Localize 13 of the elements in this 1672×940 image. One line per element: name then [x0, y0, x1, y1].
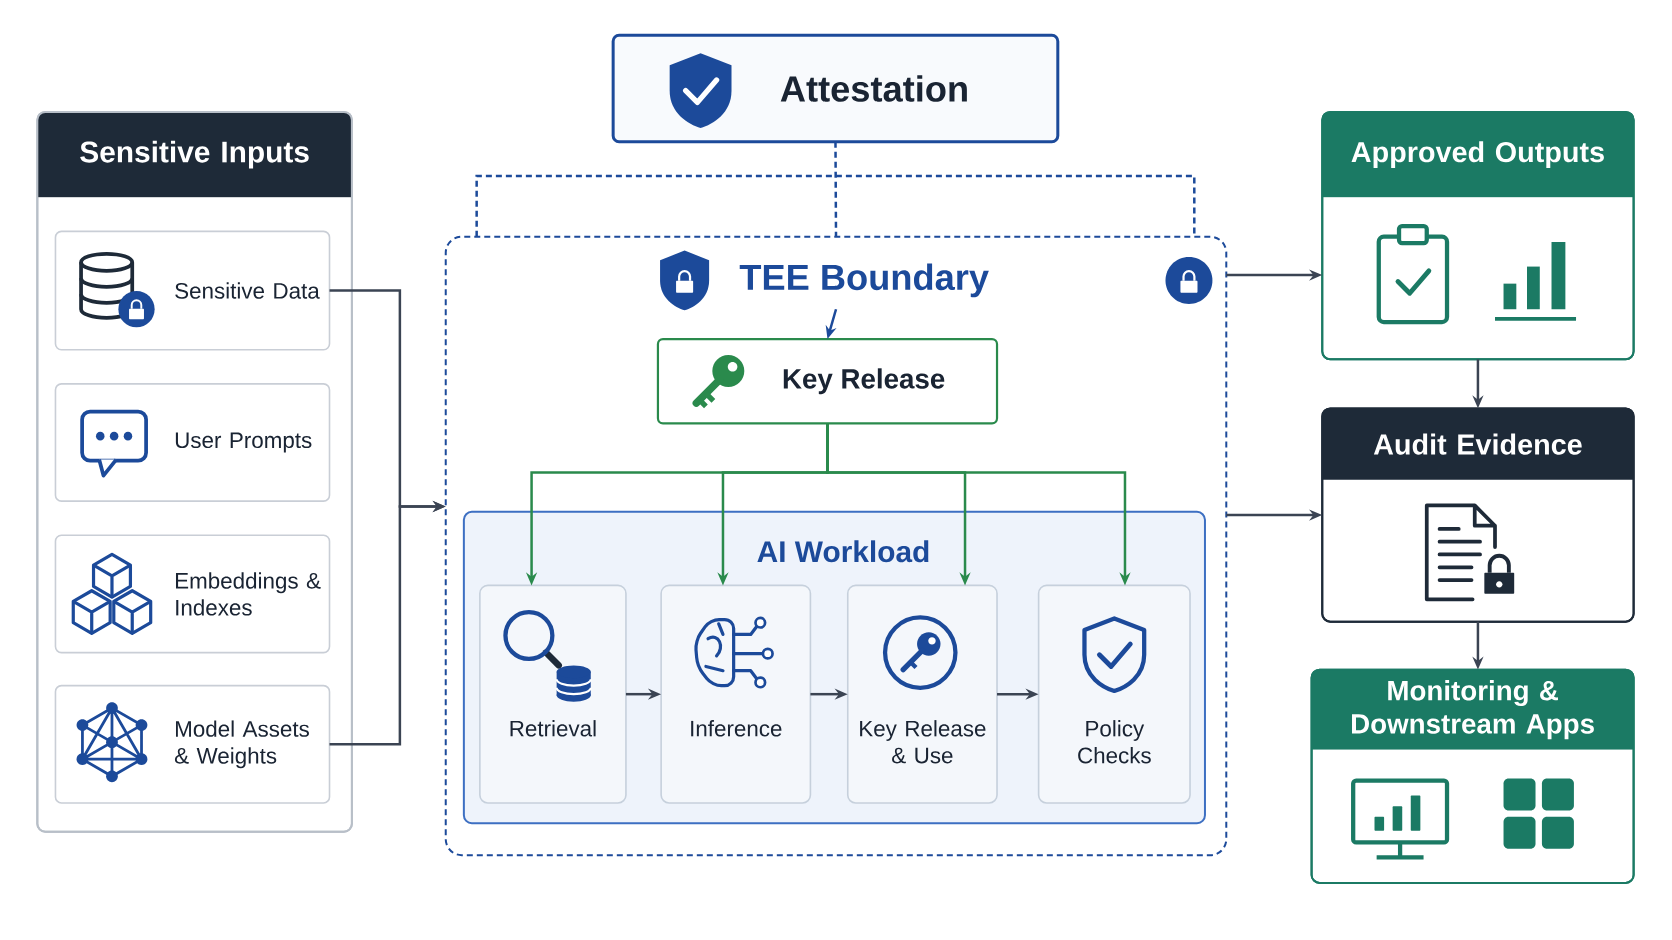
connector-line — [475, 140, 1196, 238]
component-card: Key Release & Use — [846, 584, 998, 804]
component-card: Inference — [660, 584, 812, 804]
panel: Audit Evidence — [1321, 407, 1635, 623]
component-card: Policy Checks — [1037, 584, 1191, 804]
input-card: Model Assets & Weights — [54, 684, 331, 804]
input-card: Sensitive Data — [54, 230, 331, 351]
key-release-box: Key Release — [656, 337, 999, 425]
attestation-box: Attestation — [611, 33, 1060, 144]
component-card: Retrieval — [479, 584, 627, 804]
panel: Monitoring & Downstream Apps — [1310, 668, 1635, 884]
input-card: User Prompts — [54, 382, 331, 502]
panel: Approved Outputs — [1321, 110, 1635, 361]
